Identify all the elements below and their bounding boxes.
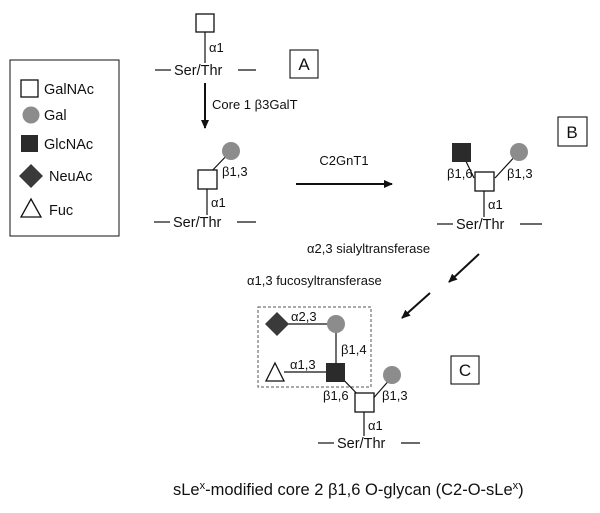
gal-circle-icon	[510, 143, 528, 161]
gal-circle-icon	[22, 106, 40, 124]
caption-superscript: x	[200, 480, 206, 492]
glcnac-square-icon	[452, 143, 471, 162]
linkage-label-beta16: β1,6	[323, 388, 349, 403]
panel-label-b: B	[566, 123, 577, 142]
enzyme-core1-label: Core 1 β3GalT	[212, 97, 298, 112]
gal-circle-icon	[222, 142, 240, 160]
panel-label-a: A	[298, 55, 310, 74]
caption-part: -modified core 2 β1,6 O-glycan (C2-O-sLe	[205, 481, 513, 499]
linkage-label-beta13: β1,3	[382, 388, 408, 403]
linkage-label-alpha1: α1	[488, 197, 503, 212]
galnac-square-icon	[474, 171, 495, 192]
enzyme-fucosyl-label: α1,3 fucosyltransferase	[247, 273, 382, 288]
figure-caption: sLex-modified core 2 β1,6 O-glycan (C2-O…	[173, 480, 524, 499]
gal-circle-icon	[383, 366, 401, 384]
legend: GalNAc Gal GlcNAc NeuAc Fuc	[9, 59, 120, 237]
ser-thr-label: Ser/Thr	[456, 217, 505, 233]
legend-label-gal: Gal	[44, 108, 67, 124]
legend-label-fuc: Fuc	[49, 203, 73, 219]
galnac-square-icon	[354, 392, 375, 413]
linkage-label-beta16: β1,6	[447, 166, 473, 181]
galnac-square-icon	[197, 169, 218, 190]
ser-thr-label: Ser/Thr	[173, 215, 222, 231]
glcnac-square-icon	[326, 363, 345, 382]
caption-superscript: x	[513, 480, 519, 492]
legend-label-galnac: GalNAc	[44, 82, 94, 98]
arrow-fucosyltransferase	[401, 292, 431, 319]
slex-epitope-dashed-box	[257, 306, 372, 388]
linkage-label-beta13: β1,3	[507, 166, 533, 181]
linkage-label-beta13: β1,3	[222, 164, 248, 179]
ser-thr-label: Ser/Thr	[174, 63, 223, 79]
glcnac-square-icon	[21, 135, 38, 152]
enzyme-sialyl-label: α2,3 sialyltransferase	[307, 241, 430, 256]
caption-part: )	[518, 481, 524, 499]
linkage-label-beta14: β1,4	[341, 342, 367, 357]
panel-label-box-a	[289, 49, 319, 79]
legend-label-glcnac: GlcNAc	[44, 137, 93, 153]
arrow-sialyltransferase	[448, 253, 480, 283]
linkage-label-alpha1: α1	[209, 40, 224, 55]
galnac-square-icon	[195, 13, 215, 33]
ser-thr-label: Ser/Thr	[337, 436, 386, 452]
linkage-label-alpha23: α2,3	[291, 309, 317, 324]
structure-core1: β1,3 α1 Ser/Thr	[154, 142, 256, 231]
neuac-diamond-icon	[19, 164, 43, 188]
enzyme-c2gnt1-label: C2GnT1	[319, 153, 368, 168]
gal-circle-icon	[327, 315, 345, 333]
neuac-diamond-icon	[265, 312, 289, 336]
linkage-label-alpha13: α1,3	[290, 357, 316, 372]
panel-label-box-c	[450, 355, 480, 385]
fuc-triangle-icon	[19, 197, 43, 218]
linkage-label-alpha1: α1	[211, 195, 226, 210]
caption-part: sLe	[173, 481, 200, 499]
structure-c: α2,3 β1,4 α1,3 β1,6 β1,3 α1 Ser/Thr C	[257, 306, 480, 452]
structure-a: α1 Ser/Thr A	[155, 13, 319, 79]
panel-label-box-b	[557, 116, 588, 147]
linkage-label-alpha1: α1	[368, 418, 383, 433]
legend-label-neuac: NeuAc	[49, 169, 93, 185]
galnac-square-icon	[20, 79, 39, 98]
panel-label-c: C	[459, 361, 471, 380]
fuc-triangle-icon	[264, 361, 286, 382]
structure-b: β1,6 β1,3 α1 Ser/Thr B	[437, 116, 588, 233]
